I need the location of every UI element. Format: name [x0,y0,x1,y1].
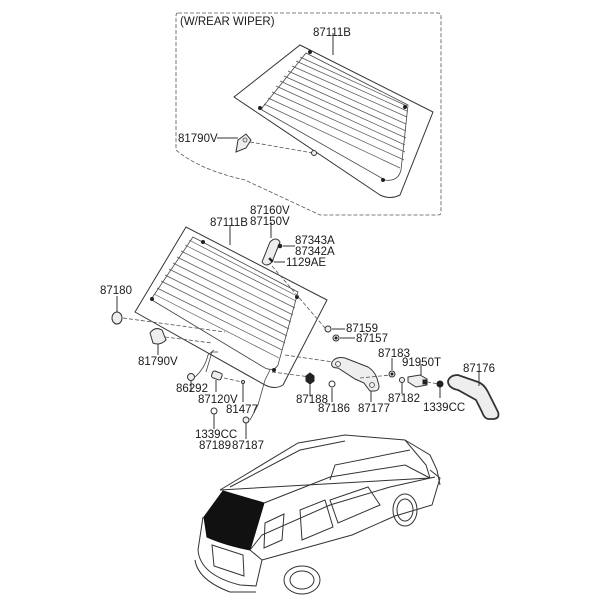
nuts-87159-87157: 87159 87157 [324,323,388,345]
rear-glass-outline [134,226,328,388]
rear-glass-wiper-outline [233,44,434,198]
sensor-91950t: 91950T [402,357,441,388]
wiper-bracket-main: 81790V [138,328,213,368]
defroster-grid-main [151,236,299,370]
label-87120v: 87120V [198,394,238,406]
label-87157: 87157 [356,333,388,345]
lower-fasteners: 1339CC 87189 87187 [195,369,271,452]
label-87183: 87183 [378,348,410,360]
label-87159: 87159 [346,323,378,335]
label-86292: 86292 [176,383,208,395]
wiper-bracket-top [235,133,252,153]
holder-87177: 87177 [284,354,392,415]
inset-rear-wiper: (W/REAR WIPER) 87111B 81790V [175,12,442,216]
label-87182: 87182 [388,393,420,405]
label-81477: 81477 [226,404,258,416]
label-87180: 87180 [100,285,132,297]
cover-87176: 87176 [447,363,500,420]
label-91950t: 91950T [402,357,441,369]
vehicle-illustration [194,434,441,595]
label-87160v: 87160V [250,205,290,217]
bolt-1339cc-right: 1339CC [423,380,465,414]
label-87342a: 87342A [295,246,335,258]
connector-87120v: 87120V 81477 [198,351,258,416]
label-87150v: 87150V [250,216,290,228]
label-87189: 87189 [199,440,231,452]
label-87186: 87186 [318,403,350,415]
label-1129ae: 1129AE [286,257,326,269]
defroster-grid-top [261,52,409,181]
label-1339cc-right: 1339CC [423,402,465,414]
label-81790v-top: 81790V [178,133,218,145]
high-mount-garnish [261,238,281,266]
wiring-connector [407,374,428,388]
label-87176: 87176 [463,363,495,375]
label-81790v-main: 81790V [138,356,178,368]
fastener-87180: 87180 [100,285,226,333]
inset-title: (W/REAR WIPER) [180,16,275,28]
label-87343a: 87343A [295,235,335,247]
rear-glass-highlight [203,490,265,551]
label-87188: 87188 [296,394,328,406]
label-87111b-main: 87111B [210,217,248,229]
label-87111b-top: 87111B [313,27,351,39]
main-rear-glass: 87111B [134,217,328,388]
clip-87186: 87186 [318,380,350,415]
grommet-86292: 86292 [176,349,215,395]
label-1339cc-left: 1339CC [195,429,237,441]
clips-87183-87182: 87183 87182 [378,348,420,405]
label-87187: 87187 [232,440,264,452]
nut-87188: 87188 [271,371,328,406]
garnish-group: 87160V 87150V 87343A 87342A 1129AE [250,205,335,329]
label-87177: 87177 [358,403,390,415]
wiper-holder [331,357,380,392]
